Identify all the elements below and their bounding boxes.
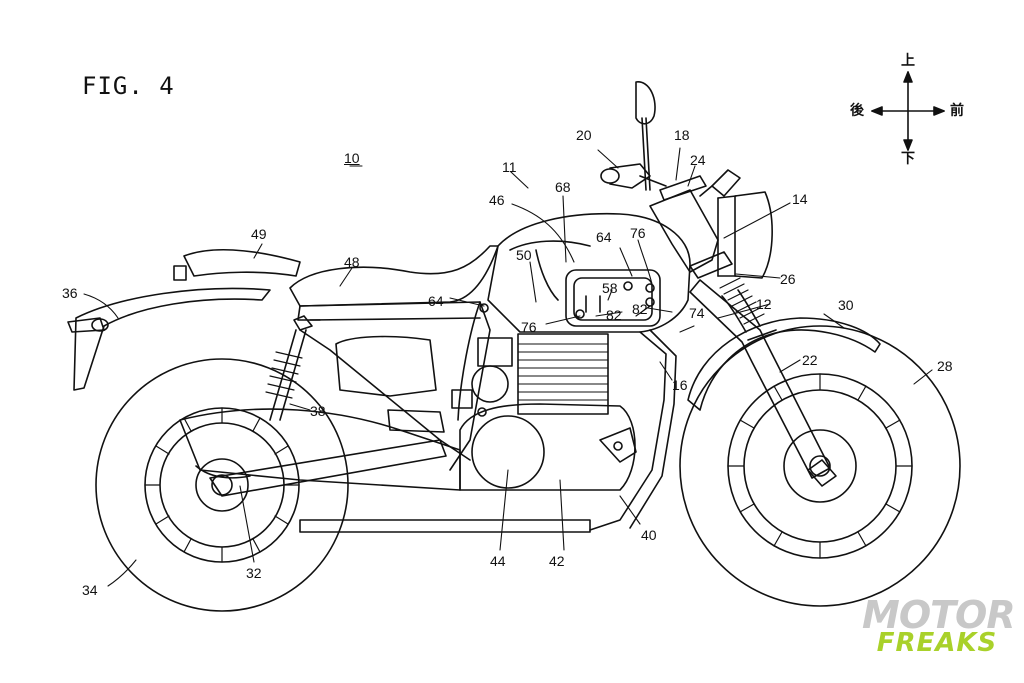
rear-wheel: [95, 358, 349, 612]
reference-numeral-58: 58: [602, 280, 618, 296]
vehicle-reference-label: 10: [344, 150, 360, 166]
reference-numeral-30: 30: [838, 297, 854, 313]
reference-numeral-76-left: 76: [521, 319, 537, 335]
motorfreaks-watermark-logo: MOTOR FREAKS: [862, 593, 1016, 658]
swingarm: [209, 439, 447, 497]
reference-numeral-74: 74: [689, 305, 705, 321]
reference-numeral-50: 50: [516, 247, 532, 263]
reference-numeral-38: 38: [310, 403, 326, 419]
reference-numeral-11: 11: [502, 159, 517, 175]
reference-numeral-64-right: 64: [596, 229, 612, 245]
reference-numeral-26: 26: [780, 271, 796, 287]
direction-label-front: 前: [950, 103, 964, 119]
headlight: [699, 169, 773, 279]
direction-label-down: 下: [901, 151, 915, 167]
engine: [451, 333, 637, 491]
reference-numeral-46: 46: [489, 192, 505, 208]
reference-numeral-34: 34: [82, 582, 98, 598]
fuel-tank: [487, 212, 691, 333]
reference-numeral-42: 42: [549, 553, 565, 569]
reference-numeral-16: 16: [672, 377, 688, 393]
reference-numeral-36: 36: [62, 285, 78, 301]
reference-numeral-28: 28: [937, 358, 953, 374]
reference-numeral-82-right: 82: [632, 301, 648, 317]
front-fender: [687, 317, 881, 411]
rear-cowl: [173, 249, 301, 281]
figure-title: FIG. 4: [82, 72, 175, 100]
reference-numeral-18: 18: [674, 127, 690, 143]
reference-numeral-20: 20: [576, 127, 592, 143]
watermark-line-2: FREAKS: [876, 628, 998, 658]
exhaust: [179, 408, 591, 533]
reference-numeral-48: 48: [344, 254, 360, 270]
direction-label-up: 上: [901, 53, 915, 69]
reference-numeral-49: 49: [251, 226, 267, 242]
reference-numeral-82-left: 82: [606, 307, 622, 323]
front-wheel: [679, 325, 961, 607]
reference-numeral-40: 40: [641, 527, 657, 543]
steering-head: [649, 175, 733, 279]
direction-label-rear: 後: [850, 103, 864, 119]
reference-numeral-76-right: 76: [630, 225, 646, 241]
seat: [289, 245, 499, 321]
leader-lines: [83, 147, 933, 587]
rear-fender: [67, 287, 271, 391]
watermark-line-1: MOTOR: [862, 593, 1016, 637]
handlebar-grip: [600, 163, 667, 189]
mirror: [635, 81, 656, 191]
frame: [299, 301, 677, 531]
reference-numeral-12: 12: [756, 296, 772, 312]
reference-numeral-44: 44: [490, 553, 506, 569]
reference-numeral-22: 22: [802, 352, 818, 368]
reference-numeral-64-left: 64: [428, 293, 444, 309]
direction-indicator-arrows: [871, 71, 945, 151]
rear-shock: [265, 315, 313, 421]
reference-numeral-68: 68: [555, 179, 571, 195]
reference-numeral-14: 14: [792, 191, 808, 207]
reference-numeral-24: 24: [690, 152, 706, 168]
reference-numeral-32: 32: [246, 565, 262, 581]
